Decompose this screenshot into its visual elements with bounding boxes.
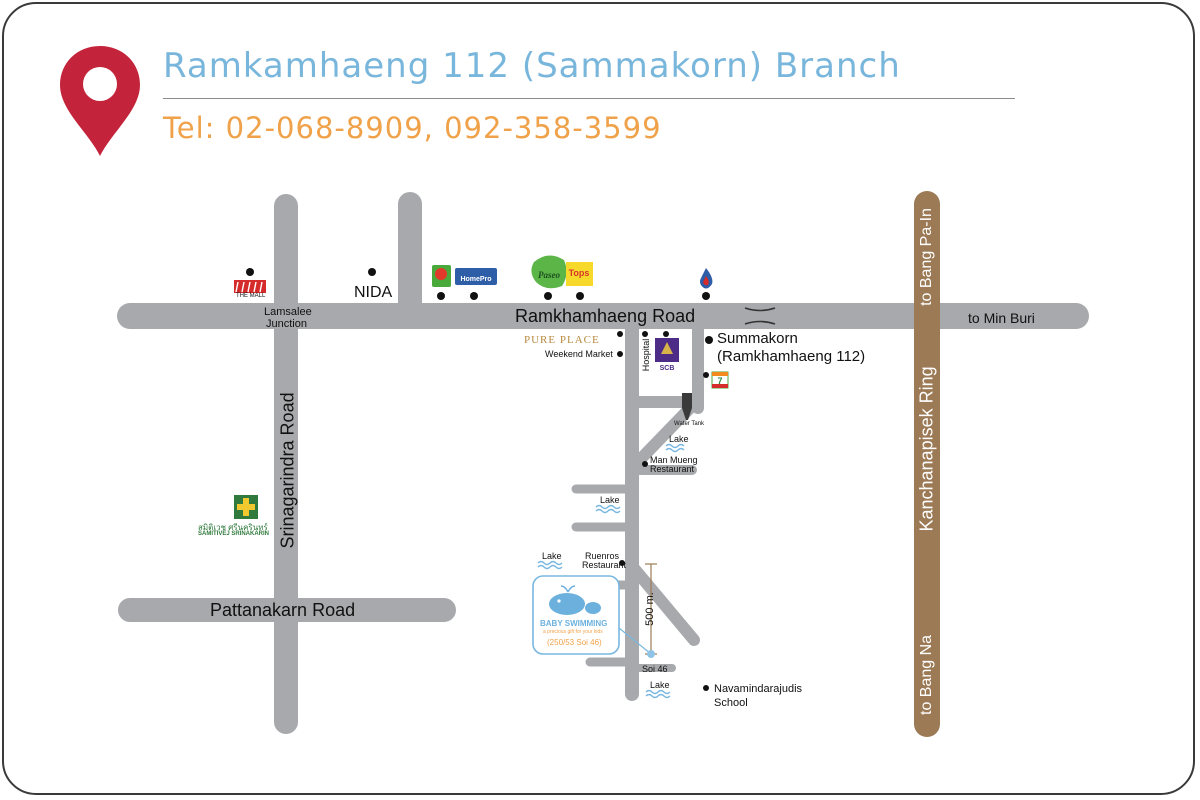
whale-logo-icon: [549, 585, 601, 615]
store-logo-icon: [432, 265, 451, 287]
baby-swimming-box: [532, 575, 620, 655]
samitivej-en-label: SAMITIVEJ SRINAKARIN: [198, 531, 270, 537]
ptt-fuel-icon: [700, 268, 713, 289]
scb-text: SCB: [660, 365, 675, 372]
to-min-buri-label: to Min Buri: [968, 310, 1035, 326]
ramkhamhaeng-112-label: (Ramkhamhaeng 112): [717, 348, 866, 365]
lake-label-4: Lake: [650, 680, 670, 690]
tops-logo-icon: [566, 262, 593, 286]
the-mall-logo-icon: [234, 280, 266, 293]
header-divider: [163, 98, 1015, 99]
srinagarindra-road-label: Srinagarindra Road: [277, 392, 298, 549]
lake-wave-icons: [537, 443, 685, 699]
samitivej-hospital-icon: [234, 495, 258, 519]
junction-label: Junction: [266, 318, 307, 330]
weekend-market-label: Weekend Market: [545, 349, 613, 359]
bridge-icon: [744, 307, 776, 325]
to-bang-pa-in-label: to Bang Pa-In: [918, 208, 935, 306]
baby-swimming-address: (250/53 Soi 46): [547, 638, 602, 647]
to-bang-na-label: to Bang Na: [918, 634, 935, 715]
distance-label: 500 m.: [644, 592, 656, 626]
branch-title: Ramkamhaeng 112 (Sammakorn) Branch: [163, 46, 901, 86]
pure-place-label: PURE PLACE: [524, 334, 600, 346]
pattanakarn-road-label: Pattanakarn Road: [210, 600, 356, 620]
summakorn-label: Summakorn: [717, 330, 798, 347]
ruenros-restaurant-label: Restaurant: [582, 560, 627, 570]
man-mueng-label: Man Mueng: [650, 455, 698, 465]
hospital-label: Hospital: [641, 338, 651, 372]
baby-swimming-location: [647, 650, 655, 658]
kanchanapisek-label: Kanchanapisek Ring: [916, 366, 937, 532]
soi-46-label: Soi 46: [642, 664, 668, 674]
water-tank-label: Water Tank: [674, 421, 705, 427]
ruenros-label: Ruenros: [585, 551, 620, 561]
navamindarajudis-label: Navamindarajudis: [714, 683, 803, 695]
school-label: School: [714, 697, 748, 709]
nida-label: NIDA: [354, 284, 393, 301]
homepro-logo-icon: [455, 268, 497, 285]
samitivej-thai-label: สมิติเวช ศรีนครินทร์: [198, 523, 268, 532]
water-tank-icon: [682, 393, 692, 420]
paseo-logo-icon: [531, 255, 567, 289]
the-mall-label: THE MALL: [236, 293, 266, 299]
baby-swimming-tagline: a precious gift for your kids: [543, 629, 603, 635]
baby-swimming-label: BABY SWIMMING: [540, 619, 608, 628]
svg-text:7: 7: [717, 376, 722, 386]
lamsalee-label: Lamsalee: [264, 306, 312, 318]
homepro-text: HomePro: [460, 276, 491, 283]
location-pin-icon: [60, 46, 140, 156]
man-mueng-restaurant-label: Restaurant: [650, 464, 695, 474]
lake-label-1: Lake: [669, 434, 689, 444]
phone-numbers: Tel: 02-068-8909, 092-358-3599: [163, 111, 662, 145]
ramkhamhaeng-road-label: Ramkhamhaeng Road: [515, 306, 696, 326]
lake-label-2: Lake: [600, 495, 620, 505]
scb-bank-icon: [655, 338, 679, 362]
paseo-text: Paseo: [538, 270, 560, 280]
lake-label-3: Lake: [542, 551, 562, 561]
tops-text: Tops: [569, 268, 590, 278]
seven-eleven-icon: 7: [711, 371, 729, 389]
